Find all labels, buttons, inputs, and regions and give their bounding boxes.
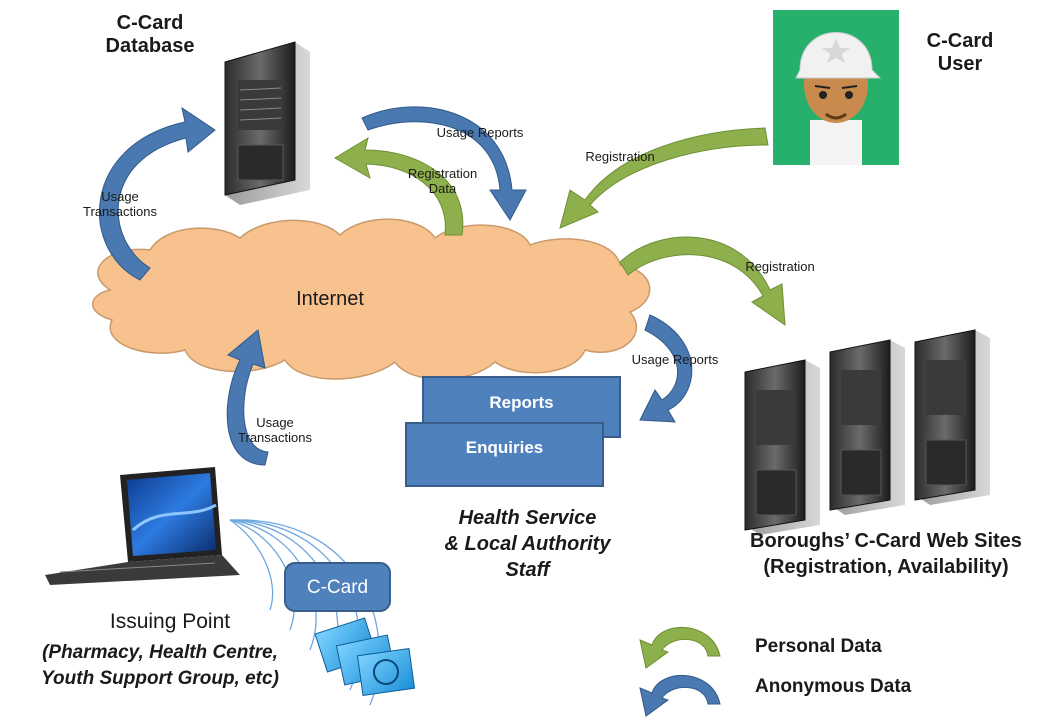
registration-data-label: Registration Data bbox=[407, 166, 478, 196]
usage-transactions-bottom-label: Usage Transactions bbox=[238, 415, 312, 445]
personal-data-arrows bbox=[334, 127, 786, 327]
card-stack-icon bbox=[314, 617, 416, 696]
legend-blue-arrow bbox=[639, 674, 721, 717]
internet-label: Internet bbox=[296, 288, 364, 310]
web-server-1 bbox=[744, 359, 820, 535]
arrow-usage-reports-right bbox=[639, 314, 693, 423]
c-card-label: C-Card bbox=[306, 577, 369, 598]
issuing-point-title: Issuing Point bbox=[109, 610, 231, 633]
web-server-3 bbox=[914, 329, 990, 505]
enquiries-box bbox=[405, 422, 604, 487]
arrow-usage-transactions-bottom bbox=[226, 329, 269, 466]
enquiries-box-label: Enquiries bbox=[465, 438, 544, 457]
arrow-usage-reports-top bbox=[361, 106, 527, 221]
anonymous-data-arrows bbox=[99, 106, 693, 466]
reports-box-label: Reports bbox=[489, 393, 554, 412]
database-title: C-Card Database bbox=[105, 12, 195, 57]
usage-reports-right-label: Usage Reports bbox=[631, 352, 719, 367]
staff-boxes bbox=[405, 376, 621, 487]
laptop-icon bbox=[45, 467, 240, 585]
staff-caption: Health Service & Local Authority Staff bbox=[444, 507, 611, 581]
web-site-servers bbox=[744, 329, 990, 535]
web-server-2 bbox=[829, 339, 905, 515]
web-sites-caption: Boroughs’ C-Card Web Sites (Registration… bbox=[750, 530, 1022, 578]
user-title: C-Card User bbox=[926, 30, 994, 75]
arrow-registration-user bbox=[559, 127, 769, 229]
c-card-box bbox=[284, 562, 391, 612]
usage-transactions-left-label: Usage Transactions bbox=[83, 189, 157, 219]
database-server bbox=[224, 41, 310, 205]
arrow-registration-data bbox=[334, 136, 464, 236]
arrow-usage-transactions-left bbox=[99, 106, 216, 281]
legend-personal-label: Personal Data bbox=[755, 636, 882, 657]
user-avatar bbox=[773, 10, 899, 165]
internet-cloud bbox=[92, 218, 651, 380]
usage-reports-top-label: Usage Reports bbox=[436, 125, 524, 140]
legend-green-arrow bbox=[639, 626, 721, 669]
arrow-registration-right bbox=[619, 236, 786, 327]
registration-user-label: Registration bbox=[585, 149, 655, 164]
registration-right-label: Registration bbox=[745, 259, 815, 274]
issuing-point-subtitle: (Pharmacy, Health Centre, Youth Support … bbox=[41, 642, 279, 689]
legend-anonymous-label: Anonymous Data bbox=[755, 676, 912, 697]
